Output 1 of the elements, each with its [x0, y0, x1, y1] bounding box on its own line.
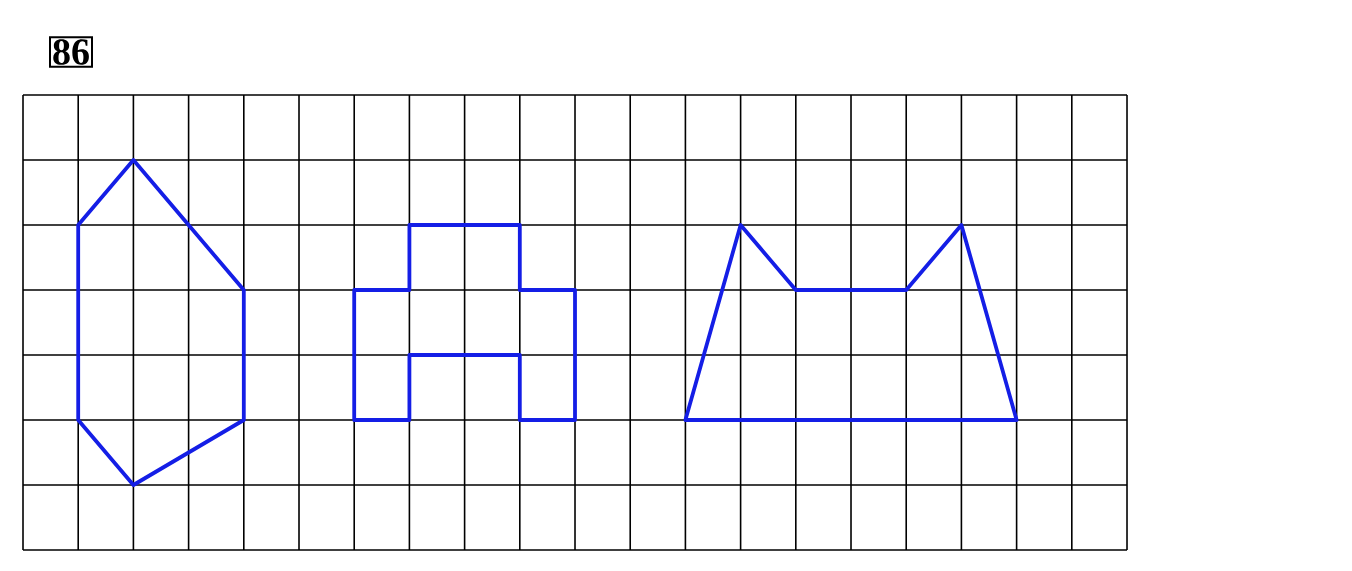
- problem-number: 86: [49, 36, 93, 68]
